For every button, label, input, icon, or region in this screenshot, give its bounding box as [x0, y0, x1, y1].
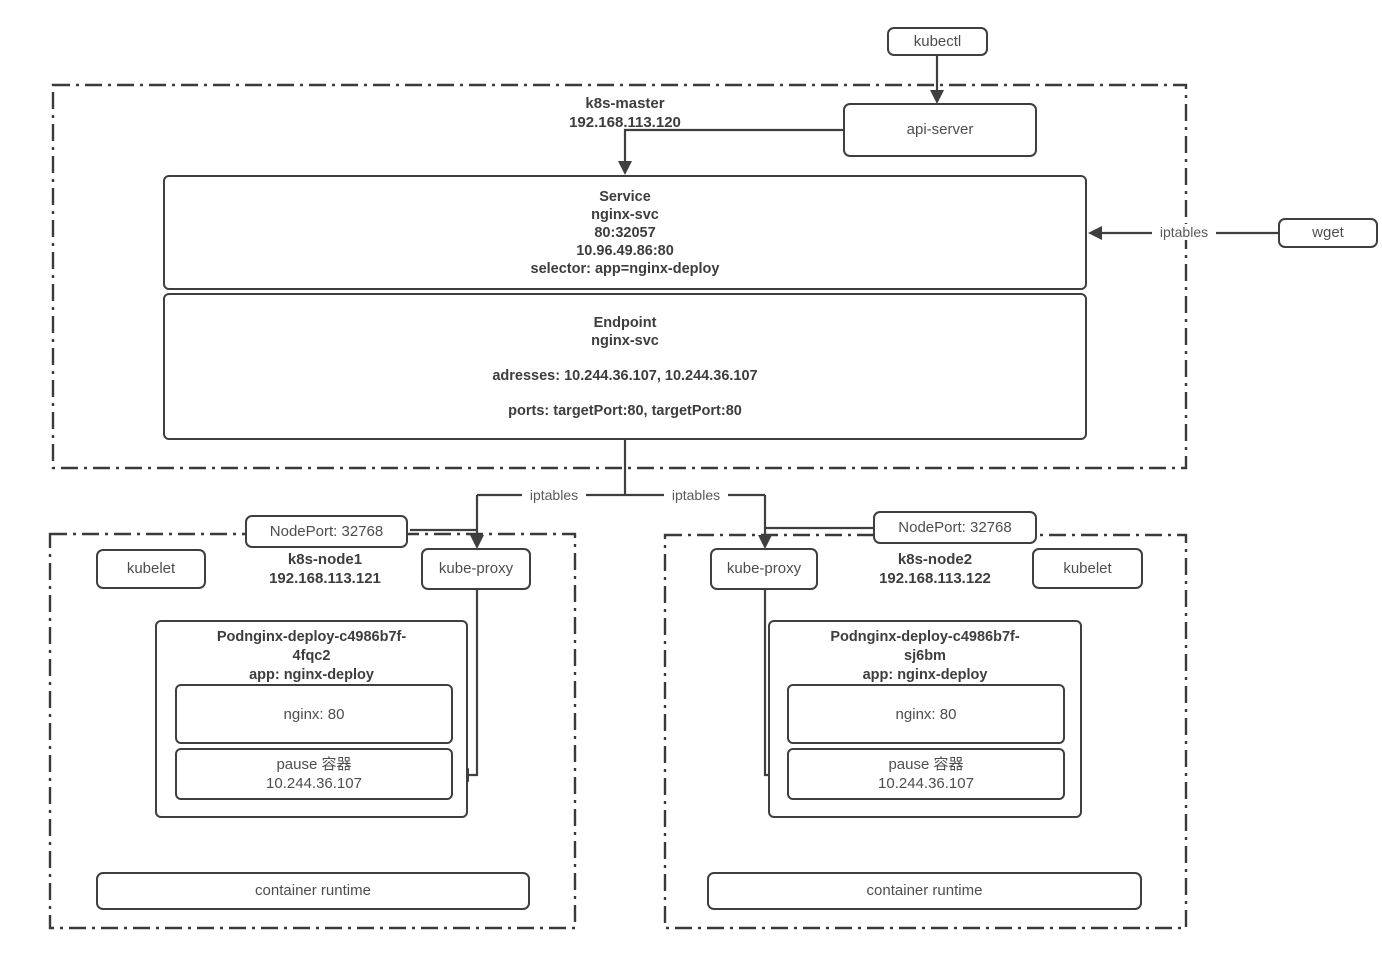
container-runtime1-label: container runtime	[255, 882, 371, 899]
nodeport1-box: NodePort: 32768	[245, 515, 408, 548]
kubelet2-label: kubelet	[1063, 559, 1112, 577]
wget-label: wget	[1312, 224, 1344, 241]
pod1-title-line1: Podnginx-deploy-c4986b7f-	[216, 629, 407, 645]
nodeport2-label: NodePort: 32768	[898, 518, 1012, 536]
pod1-nginx-label: nginx: 80	[283, 705, 345, 723]
pod1-nginx-container-box: nginx: 80	[175, 684, 453, 744]
k8s-node1-name: k8s-node1	[287, 551, 363, 568]
kube-proxy1-label: kube-proxy	[438, 560, 514, 577]
endpoint-ports: ports: targetPort:80, targetPort:80	[508, 402, 742, 419]
endpoint-addresses: adresses: 10.244.36.107, 10.244.36.107	[492, 367, 758, 384]
iptables-label-node2: iptables	[664, 487, 728, 503]
kubeproxy1-to-pause-line	[467, 590, 479, 777]
arrowhead-left-service	[1088, 226, 1102, 240]
kube-proxy2-label: kube-proxy	[726, 560, 802, 577]
k8s-node2-name: k8s-node2	[897, 551, 973, 568]
kubelet1-box: kubelet	[96, 549, 206, 589]
kubelet2-box: kubelet	[1032, 548, 1143, 589]
service-selector: selector: app=nginx-deploy	[530, 260, 720, 277]
api-server-label: api-server	[906, 121, 974, 138]
kubectl-label: kubectl	[913, 32, 962, 50]
pod2-pause-label: pause 容器	[888, 756, 964, 773]
service-title: Service	[599, 188, 651, 205]
apiserver-to-service-line	[623, 128, 843, 163]
k8s-master-boundary	[51, 83, 1188, 470]
api-server-box: api-server	[843, 103, 1037, 157]
service-cluster-ip: 10.96.49.86:80	[576, 242, 674, 259]
kubelet1-label: kubelet	[126, 560, 176, 577]
container-runtime2-label: container runtime	[866, 882, 983, 899]
k8s-master-name: k8s-master	[585, 95, 665, 112]
container-runtime2-box: container runtime	[707, 872, 1142, 910]
k8s-node1-ip: 192.168.113.121	[269, 569, 381, 587]
arrowhead-down-kubeproxy2	[758, 535, 772, 549]
container-runtime1-box: container runtime	[96, 872, 530, 910]
k8s-master-label: k8s-master 192.168.113.120	[545, 95, 705, 133]
pod2-title-line1: Podnginx-deploy-c4986b7f-	[830, 629, 1020, 645]
k8s-node1-label: k8s-node1 192.168.113.121	[255, 551, 395, 589]
pod2-title-line2: sj6bm	[904, 648, 946, 664]
pod1-pause-container-box: pause 容器 10.244.36.107	[175, 748, 453, 800]
endpoint-title: Endpoint	[593, 314, 657, 331]
arrowhead-down-service	[618, 161, 632, 175]
k8s-node2-label: k8s-node2 192.168.113.122	[865, 551, 1005, 589]
iptables-label-wget: iptables	[1152, 224, 1216, 240]
pod2-pause-ip: 10.244.36.107	[878, 775, 974, 792]
wget-box: wget	[1278, 218, 1378, 248]
iptables-label-node1: iptables	[522, 487, 586, 503]
arrowhead-down-apiserver	[930, 90, 944, 104]
kube-proxy2-box: kube-proxy	[710, 548, 818, 590]
pod2-title-line3: app: nginx-deploy	[862, 667, 988, 683]
nodeport2-box: NodePort: 32768	[873, 511, 1037, 544]
pod1-pause-ip: 10.244.36.107	[266, 775, 362, 792]
pod1-title-line2: 4fqc2	[292, 648, 331, 664]
endpoint-box: Endpoint nginx-svc adresses: 10.244.36.1…	[163, 293, 1087, 440]
kubectl-box: kubectl	[887, 27, 988, 56]
pod2-pause-container-box: pause 容器 10.244.36.107	[787, 748, 1065, 800]
nodeport1-label: NodePort: 32768	[269, 522, 384, 540]
pod2-nginx-container-box: nginx: 80	[787, 684, 1065, 744]
service-box: Service nginx-svc 80:32057 10.96.49.86:8…	[163, 175, 1087, 290]
k8s-master-ip: 192.168.113.120	[569, 113, 681, 131]
kube-proxy1-box: kube-proxy	[421, 548, 531, 590]
arrowhead-down-kubeproxy1	[470, 535, 484, 549]
pod1-title-line3: app: nginx-deploy	[249, 667, 374, 683]
service-port-map: 80:32057	[594, 224, 656, 241]
k8s-node2-ip: 192.168.113.122	[879, 569, 991, 587]
pod2-nginx-label: nginx: 80	[895, 705, 957, 723]
pod1-pause-label: pause 容器	[276, 756, 352, 773]
service-name: nginx-svc	[591, 206, 659, 223]
endpoint-name: nginx-svc	[591, 332, 659, 349]
